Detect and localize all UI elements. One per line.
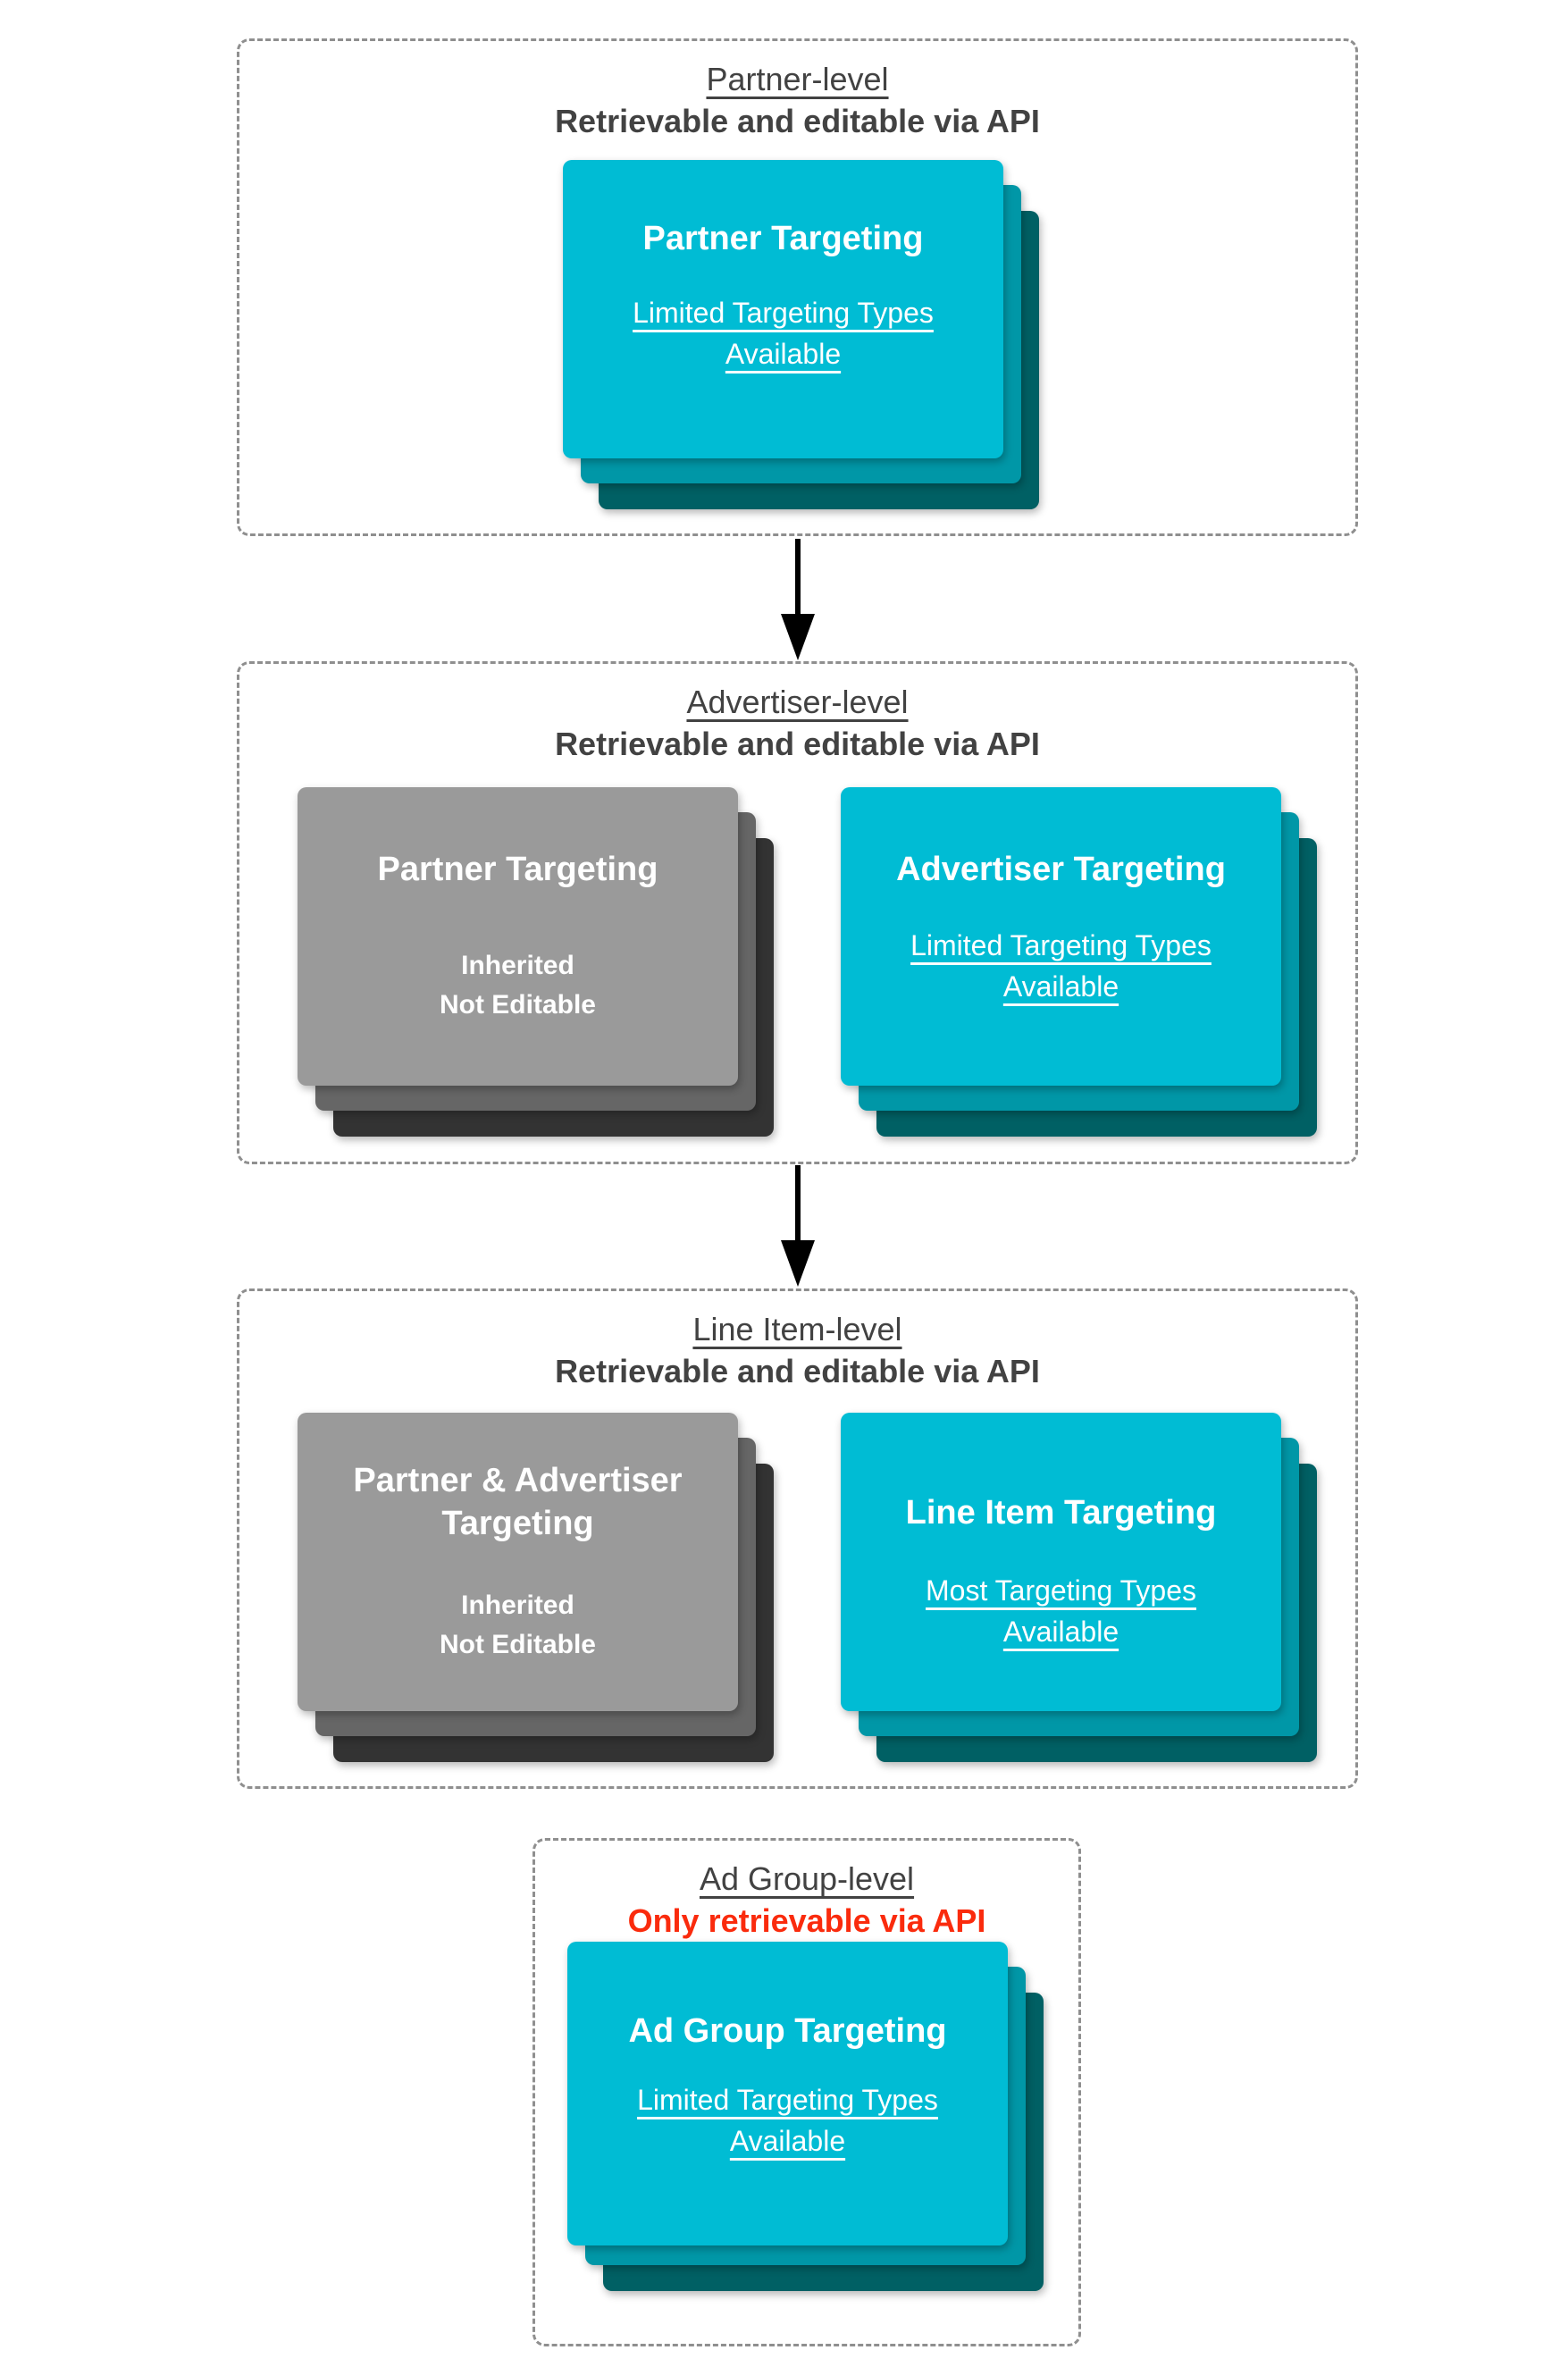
partner-level-title: Partner-level [706, 61, 889, 97]
ad-group-level-subtitle: Only retrievable via API [627, 1902, 986, 1939]
inherited-not-editable-label: Inherited Not Editable [439, 951, 596, 1020]
ad-group-targeting-card-stack: Ad Group Targeting Limited Targeting Typ… [567, 1942, 1044, 2291]
ad-group-level-title: Ad Group-level [699, 1860, 915, 1897]
inherited-partner-targeting-card-stack: Partner Targeting Inherited Not Editable [298, 787, 774, 1137]
section-line-item-level: Line Item-level Retrievable and editable… [237, 1288, 1358, 1789]
partner-targeting-card: Partner Targeting Limited Targeting Type… [563, 160, 1003, 458]
card-title: Advertiser Targeting [896, 851, 1226, 888]
line-item-targeting-card: Line Item Targeting Most Targeting Types… [841, 1413, 1281, 1711]
advertiser-targeting-card: Advertiser Targeting Limited Targeting T… [841, 787, 1281, 1086]
line-item-level-subtitle: Retrievable and editable via API [555, 1353, 1040, 1389]
section-advertiser-level: Advertiser-level Retrievable and editabl… [237, 661, 1358, 1164]
card-title: Partner & Advertiser Targeting [353, 1462, 683, 1542]
advertiser-level-subtitle: Retrievable and editable via API [555, 726, 1040, 762]
inherited-partner-advertiser-targeting-card: Partner & Advertiser Targeting Inherited… [298, 1413, 738, 1711]
arrow-advertiser-to-line-item-icon [773, 1163, 823, 1288]
most-targeting-types-link[interactable]: Most Targeting Types Available [926, 1574, 1196, 1648]
ad-group-targeting-card: Ad Group Targeting Limited Targeting Typ… [567, 1942, 1008, 2245]
card-title: Ad Group Targeting [628, 2012, 947, 2050]
inherited-partner-advertiser-targeting-card-stack: Partner & Advertiser Targeting Inherited… [298, 1413, 774, 1762]
section-ad-group-level: Ad Group-level Only retrievable via API … [532, 1838, 1081, 2346]
limited-targeting-types-link[interactable]: Limited Targeting Types Available [637, 2084, 938, 2157]
inherited-partner-targeting-card: Partner Targeting Inherited Not Editable [298, 787, 738, 1086]
limited-targeting-types-link[interactable]: Limited Targeting Types Available [633, 297, 934, 370]
inherited-not-editable-label: Inherited Not Editable [439, 1591, 596, 1659]
line-item-level-title: Line Item-level [692, 1311, 902, 1347]
advertiser-targeting-card-stack: Advertiser Targeting Limited Targeting T… [841, 787, 1317, 1137]
limited-targeting-types-link[interactable]: Limited Targeting Types Available [910, 929, 1212, 1003]
partner-level-subtitle: Retrievable and editable via API [555, 103, 1040, 139]
advertiser-level-title: Advertiser-level [686, 684, 909, 720]
card-title: Line Item Targeting [905, 1494, 1217, 1532]
arrow-partner-to-advertiser-icon [773, 537, 823, 662]
card-title: Partner Targeting [642, 220, 924, 257]
card-title: Partner Targeting [377, 851, 658, 888]
section-partner-level: Partner-level Retrievable and editable v… [237, 38, 1358, 536]
line-item-targeting-card-stack: Line Item Targeting Most Targeting Types… [841, 1413, 1317, 1762]
partner-targeting-card-stack: Partner Targeting Limited Targeting Type… [563, 160, 1039, 509]
